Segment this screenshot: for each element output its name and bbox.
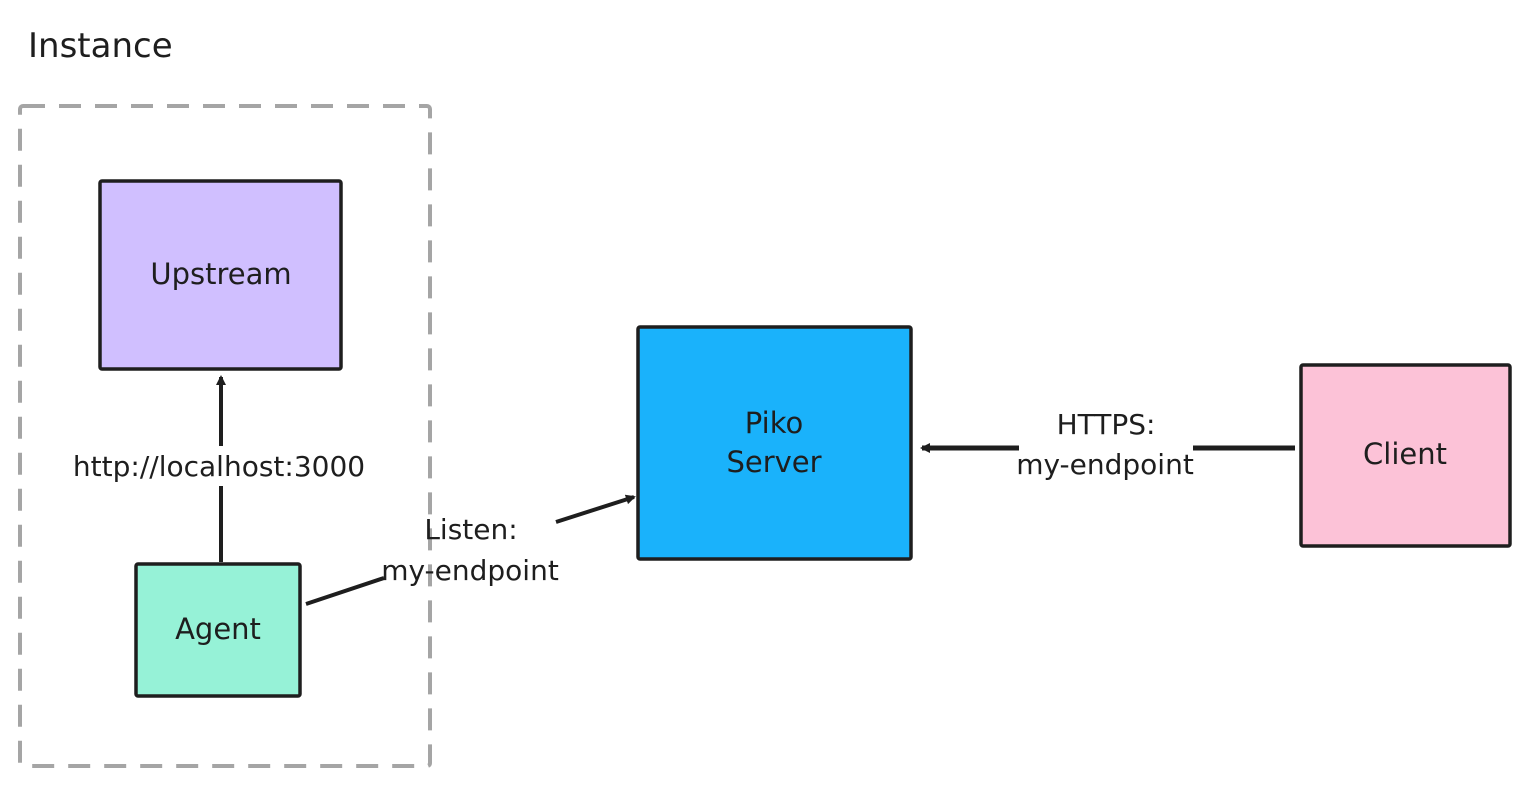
client-node[interactable]: Client bbox=[1299, 363, 1512, 548]
upstream-label: Upstream bbox=[150, 257, 291, 291]
upstream-box bbox=[98, 179, 343, 371]
agent-label: Agent bbox=[175, 612, 261, 646]
piko-server-label-line1: Piko bbox=[745, 406, 803, 440]
client-box bbox=[1299, 363, 1512, 548]
piko-server-box bbox=[636, 325, 913, 561]
upstream-node[interactable]: Upstream bbox=[98, 179, 343, 371]
agent-to-server-arrow-upper bbox=[555, 494, 636, 524]
client-to-server-label-line1: HTTPS: bbox=[1057, 408, 1156, 441]
agent-to-server-arrow-lower bbox=[305, 576, 385, 606]
agent-to-server-label-line1: Listen: bbox=[424, 513, 517, 546]
piko-server-node[interactable]: Piko Server bbox=[636, 325, 913, 561]
piko-server-label-line2: Server bbox=[726, 445, 821, 479]
client-to-server-label-line2: my-endpoint bbox=[1016, 448, 1194, 481]
instance-group-title: Instance bbox=[28, 26, 173, 66]
client-label: Client bbox=[1363, 437, 1447, 471]
agent-node[interactable]: Agent bbox=[134, 562, 302, 698]
agent-to-server-label-line2: my-endpoint bbox=[381, 554, 559, 587]
agent-box bbox=[134, 562, 302, 698]
agent-to-upstream-label: http://localhost:3000 bbox=[73, 450, 365, 483]
instance-group-border bbox=[18, 104, 432, 768]
